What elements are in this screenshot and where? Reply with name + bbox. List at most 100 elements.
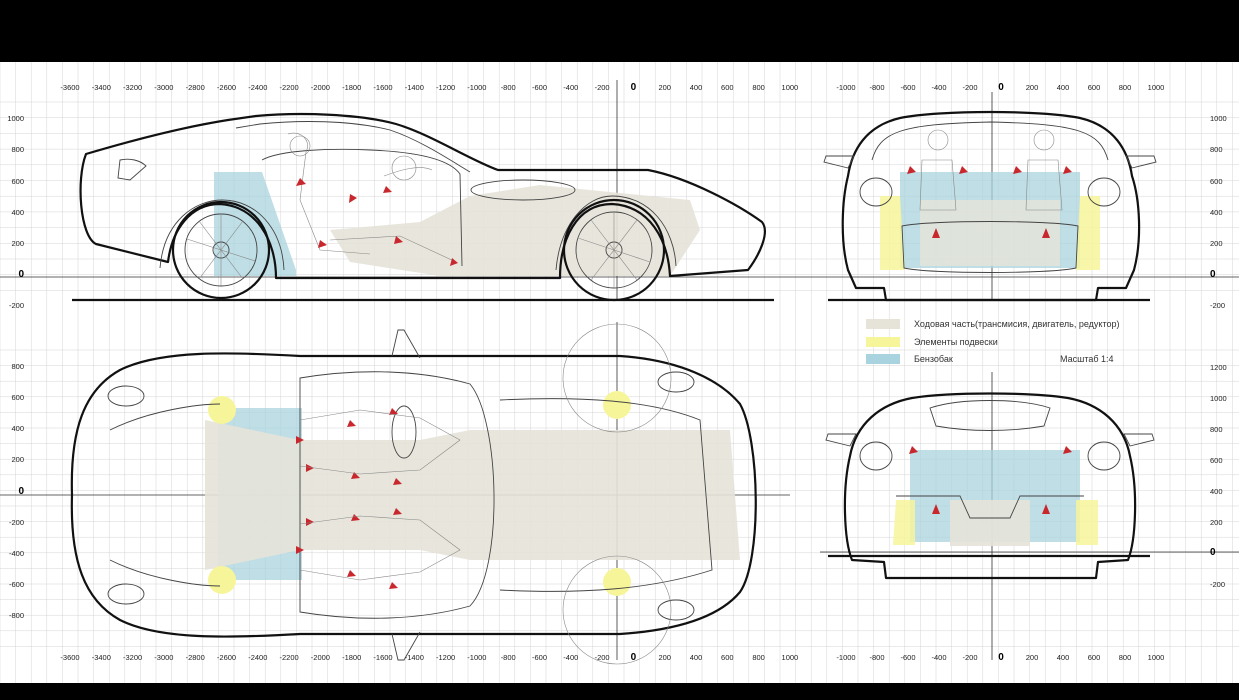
y-tick-label: -400 [9, 549, 24, 558]
top-rear-right-light [657, 599, 695, 621]
y-tick-label: 800 [11, 362, 24, 371]
legend-swatch [866, 319, 900, 329]
y-tick-label: -200 [1210, 301, 1225, 310]
legend-swatch [866, 354, 900, 364]
y-tick-label: 800 [1210, 425, 1223, 434]
rear-left-mirror [825, 433, 857, 447]
front-right-headlight [1087, 177, 1121, 207]
y-tick-label: 1000 [7, 114, 24, 123]
x-tick-label: -3400 [92, 653, 111, 662]
front-right-mirror [1125, 155, 1157, 169]
y-tick-label: 400 [11, 424, 24, 433]
side-front-spokes [186, 214, 256, 286]
x-tick-label: -2400 [248, 83, 267, 92]
top-cabin [299, 371, 495, 619]
side-front-arch [159, 199, 285, 271]
y-tick-label: 800 [11, 145, 24, 154]
x-tick-label: 1000 [782, 83, 799, 92]
x-tick-label: -200 [595, 653, 610, 662]
y-tick-label: 600 [1210, 177, 1223, 186]
top-left-mirror [391, 329, 421, 359]
top-hood-line [109, 403, 221, 587]
x-tick-label: -400 [563, 83, 578, 92]
side-occupant-joints [296, 178, 458, 266]
x-tick-label: -600 [900, 83, 915, 92]
x-tick-label: 1000 [1148, 83, 1165, 92]
x-tick-label: -800 [501, 653, 516, 662]
x-tick-label: -1800 [342, 653, 361, 662]
x-tick-label: -800 [869, 83, 884, 92]
x-tick-label: -1000 [836, 653, 855, 662]
x-tick-label: -600 [532, 653, 547, 662]
rear-right-mirror [1123, 433, 1155, 447]
x-tick-label: 0 [998, 82, 1004, 93]
rear-window [929, 400, 1051, 431]
blueprint-sheet: -3600-3400-3200-3000-2800-2600-2400-2200… [0, 62, 1239, 683]
y-tick-label: 400 [1210, 487, 1223, 496]
blueprint-drawing: -3600-3400-3200-3000-2800-2600-2400-2200… [0, 62, 1239, 683]
top-rear-left-light [657, 371, 695, 393]
y-tick-label: 400 [11, 208, 24, 217]
top-body-outline [70, 352, 757, 638]
rear-suspension-right [1076, 500, 1098, 545]
x-tick-label: 200 [1026, 653, 1039, 662]
y-tick-label: -200 [9, 301, 24, 310]
rear-right-taillight [1087, 441, 1121, 471]
y-tick-label: -600 [9, 580, 24, 589]
legend-scale: Масштаб 1:4 [1060, 354, 1114, 364]
top-occupant-joints [296, 408, 402, 589]
top-steering-wheel [391, 405, 417, 459]
x-tick-label: -2800 [186, 83, 205, 92]
side-intake [117, 158, 147, 181]
side-front-wheel [171, 200, 271, 300]
legend-item-label: Бензобак [914, 354, 953, 364]
x-tick-label: -1600 [373, 83, 392, 92]
rear-drivetrain-area [950, 500, 1030, 546]
x-tick-label: 800 [1119, 653, 1132, 662]
axis-tick-labels: -3600-3400-3200-3000-2800-2600-2400-2200… [7, 82, 1226, 663]
x-tick-label: -1000 [467, 83, 486, 92]
x-tick-label: -800 [869, 653, 884, 662]
x-tick-label: -3600 [60, 653, 79, 662]
y-tick-label: 0 [1210, 269, 1216, 280]
side-window-line [235, 121, 471, 173]
x-tick-label: -1000 [836, 83, 855, 92]
x-tick-label: -2000 [311, 653, 330, 662]
y-tick-label: 0 [18, 269, 24, 280]
rear-body-outline [843, 392, 1137, 580]
x-tick-label: -2400 [248, 653, 267, 662]
y-tick-label: 600 [1210, 456, 1223, 465]
x-tick-label: -200 [962, 83, 977, 92]
x-tick-label: 0 [631, 82, 637, 93]
rear-occupant-joints [909, 446, 1072, 514]
front-view [823, 110, 1157, 302]
x-tick-label: 400 [1057, 653, 1070, 662]
y-tick-label: 200 [11, 239, 24, 248]
top-right-mirror [391, 631, 421, 661]
rear-diffuser [896, 495, 1084, 519]
x-tick-label: 200 [658, 83, 671, 92]
y-tick-label: 1200 [1210, 363, 1227, 372]
y-tick-label: 0 [18, 486, 24, 497]
y-tick-label: 600 [11, 177, 24, 186]
x-tick-label: -1000 [467, 653, 486, 662]
front-windshield [871, 121, 1109, 161]
top-view [70, 323, 757, 665]
top-front-left-light [107, 385, 145, 407]
top-suspension-rl [603, 568, 631, 596]
side-view [72, 112, 774, 302]
x-tick-label: 0 [998, 652, 1004, 663]
front-occupants [919, 129, 1063, 211]
x-tick-label: -3000 [154, 653, 173, 662]
x-tick-label: -2200 [280, 653, 299, 662]
x-tick-label: -1200 [436, 653, 455, 662]
y-tick-label: 600 [11, 393, 24, 402]
x-tick-label: 0 [631, 652, 637, 663]
x-tick-label: 1000 [782, 653, 799, 662]
y-tick-label: 200 [1210, 518, 1223, 527]
x-tick-label: -1400 [405, 83, 424, 92]
x-tick-label: 400 [1057, 83, 1070, 92]
top-occupant-outlines [299, 409, 461, 581]
component-fills [205, 172, 1100, 596]
top-rear-wheel-circle-lower [562, 555, 672, 665]
